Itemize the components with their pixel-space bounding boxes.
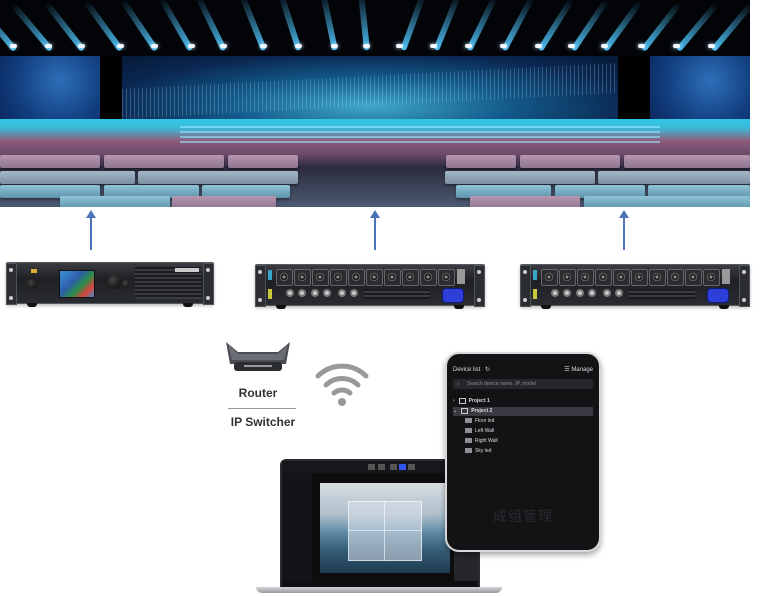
app-status-bar — [282, 581, 478, 589]
expand-chevron-icon[interactable]: › — [453, 398, 455, 404]
device-icon — [465, 438, 472, 444]
project-row[interactable]: ›Project 1 — [453, 397, 490, 404]
vent-grille — [364, 289, 430, 299]
stage-scene — [0, 0, 750, 207]
toolbar-button[interactable] — [368, 464, 375, 470]
router-label: Router — [238, 386, 278, 400]
project-icon — [458, 397, 466, 404]
vent-grille — [629, 289, 695, 299]
arrow-receiver2-to-stage — [619, 210, 629, 250]
toolbar-button[interactable] — [390, 464, 397, 470]
status-led — [31, 269, 37, 273]
group-management-caption: 成组管理 — [493, 508, 553, 524]
wifi-icon — [314, 360, 370, 408]
project-icon — [461, 407, 469, 414]
app-preview-panel — [454, 551, 478, 581]
vent-grille — [135, 267, 201, 299]
device-icon — [465, 448, 472, 454]
mobile-app-panel: Device list ↻ ☰ Manage ⌕ Search device n… — [445, 352, 601, 552]
floor-light-strips — [180, 126, 660, 146]
arrow-controller-to-stage — [86, 210, 96, 250]
device-item[interactable]: Left Wall — [453, 427, 593, 436]
brand-badge — [175, 268, 199, 272]
manage-icon: ☰ — [564, 367, 570, 373]
refresh-icon[interactable]: ↻ — [485, 367, 491, 373]
search-icon: ⌕ — [457, 381, 460, 387]
lighting-truss — [0, 0, 750, 56]
power-knob — [27, 279, 37, 289]
device-search-input[interactable]: ⌕ Search device name, IP, model — [453, 379, 593, 389]
screen-layout-grid[interactable] — [348, 501, 422, 561]
controller-lcd-screen — [59, 270, 95, 298]
left-side-led-screen — [0, 56, 100, 119]
main-led-screen — [122, 56, 618, 119]
toolbar-button-active[interactable] — [399, 464, 406, 470]
laptop-screen — [280, 459, 480, 591]
device-item[interactable]: Floor led — [453, 417, 593, 426]
receiver-device-1 — [255, 264, 485, 309]
device-list-header: Device list ↻ ☰ Manage — [453, 366, 593, 376]
project-row-selected[interactable]: ⌄Project 2 — [453, 407, 593, 416]
app-sidebar — [282, 473, 312, 581]
laptop-base — [256, 587, 502, 593]
manage-button[interactable]: ☰ Manage — [564, 367, 593, 373]
small-knob — [122, 280, 130, 288]
device-item[interactable]: Right Wall — [453, 437, 593, 446]
app-toolbar — [282, 461, 478, 473]
router-icon — [224, 340, 292, 376]
toolbar-button[interactable] — [378, 464, 385, 470]
receiver-device-2 — [520, 264, 750, 309]
power-connector — [707, 288, 729, 303]
device-list-title: Device list — [453, 367, 481, 373]
label-divider — [228, 408, 296, 409]
power-connector — [442, 288, 464, 303]
device-item[interactable]: Sky led — [453, 447, 593, 456]
toolbar-button[interactable] — [408, 464, 415, 470]
collapse-chevron-icon[interactable]: ⌄ — [453, 408, 458, 414]
ip-switcher-label: IP Switcher — [230, 415, 296, 429]
device-icon — [465, 428, 472, 434]
arrow-receiver1-to-stage — [370, 210, 380, 250]
rotary-knob — [107, 275, 121, 289]
right-side-led-screen — [650, 56, 750, 119]
device-icon — [465, 418, 472, 424]
controller-device — [6, 262, 214, 307]
